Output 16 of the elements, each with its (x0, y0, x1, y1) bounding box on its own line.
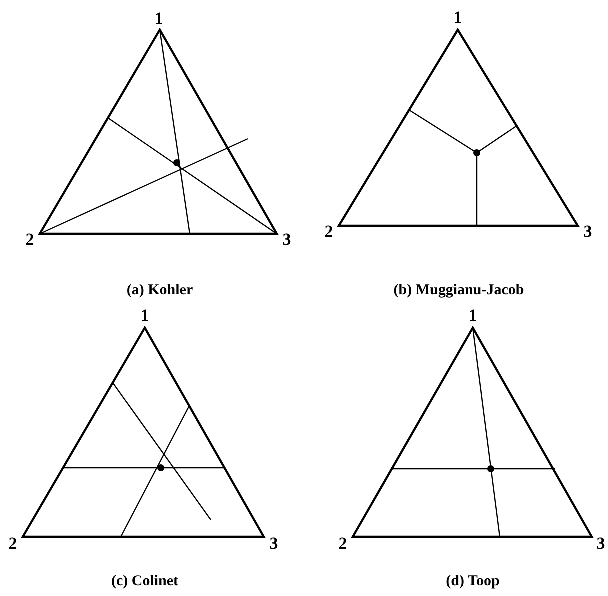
vertex-number: 1 (154, 9, 164, 29)
vertex-number: 1 (140, 306, 150, 326)
vertex-number: 3 (282, 230, 292, 250)
panel-caption: (d) Toop (446, 574, 500, 590)
vertex-number: 3 (584, 222, 592, 242)
vertex-number: 3 (596, 534, 606, 554)
vertex-number: 2 (324, 222, 334, 242)
vertex-number: 3 (270, 534, 278, 554)
vertex-number: 1 (468, 306, 478, 326)
vertex-number: 2 (26, 230, 34, 250)
vertex-number: 2 (8, 534, 18, 554)
panel-caption: (c) Colinet (111, 574, 179, 590)
vertex-number: 1 (454, 8, 462, 28)
panel-caption: (b) Muggianu-Jacob (394, 282, 524, 300)
panel-caption: (a) Kohler (126, 282, 194, 300)
vertex-number: 2 (338, 534, 348, 554)
